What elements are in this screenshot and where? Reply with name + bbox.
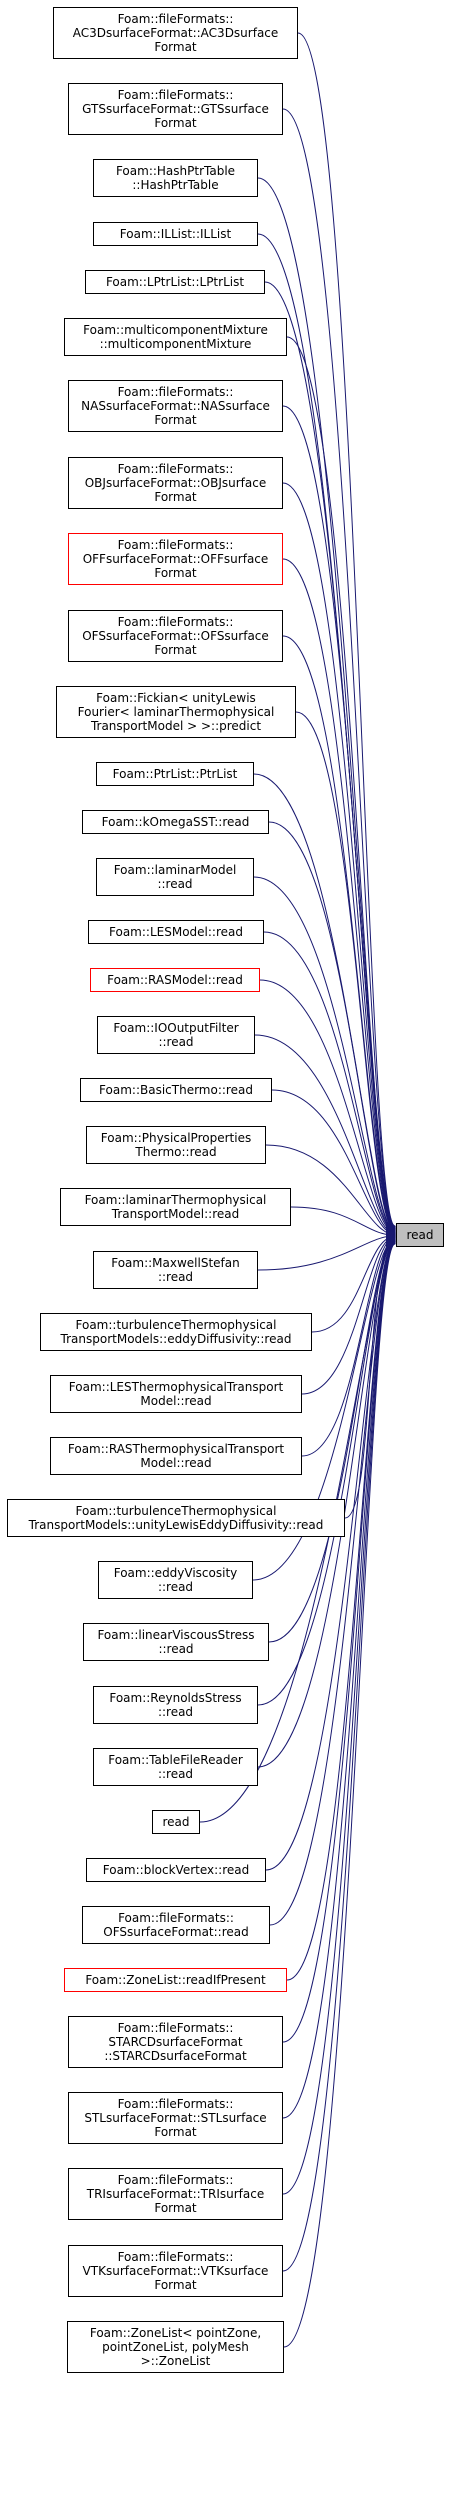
call-edge — [282, 482, 396, 1234]
caller-node[interactable]: Foam::fileFormats:: VTKsurfaceFormat::VT… — [68, 2245, 283, 2297]
caller-node[interactable]: Foam::fileFormats:: STARCDsurfaceFormat … — [68, 2016, 283, 2068]
call-edge — [301, 1232, 396, 1395]
caller-node[interactable]: Foam::LPtrList::LPtrList — [85, 270, 265, 294]
call-edge — [282, 405, 396, 1233]
call-edge — [268, 821, 396, 1236]
call-edge — [297, 32, 396, 1230]
call-edge — [252, 1234, 396, 1581]
caller-node[interactable]: Foam::PhysicalProperties Thermo::read — [86, 1126, 266, 1164]
call-edge — [282, 1239, 396, 2272]
caller-node[interactable]: Foam::kOmegaSST::read — [82, 810, 269, 834]
caller-node[interactable]: Foam::Fickian< unityLewis Fourier< lamin… — [56, 686, 296, 738]
call-edge — [253, 876, 396, 1237]
caller-node[interactable]: Foam::PtrList::PtrList — [96, 762, 254, 786]
caller-node[interactable]: Foam::fileFormats:: OFSsurfaceFormat::re… — [82, 1906, 270, 1944]
caller-node[interactable]: Foam::ILList::ILList — [93, 222, 258, 246]
call-edge — [290, 1206, 396, 1240]
call-edge — [263, 931, 396, 1237]
call-edge — [282, 558, 396, 1234]
caller-node[interactable]: Foam::fileFormats:: GTSsurfaceFormat::GT… — [68, 83, 283, 135]
call-edge — [271, 1089, 396, 1239]
caller-node[interactable]: Foam::ReynoldsStress ::read — [93, 1686, 258, 1724]
call-edge — [282, 108, 396, 1231]
call-edge — [265, 1144, 396, 1239]
caller-node[interactable]: Foam::ZoneList< pointZone, pointZoneList… — [67, 2321, 284, 2373]
caller-node[interactable]: Foam::eddyViscosity ::read — [98, 1561, 253, 1599]
caller-node[interactable]: Foam::RASModel::read — [90, 968, 260, 992]
caller-node[interactable]: Foam::multicomponentMixture ::multicompo… — [64, 318, 287, 356]
caller-node[interactable]: Foam::LESThermophysicalTransport Model::… — [50, 1375, 302, 1413]
caller-node[interactable]: Foam::blockVertex::read — [86, 1858, 266, 1882]
caller-node[interactable]: Foam::fileFormats:: TRIsurfaceFormat::TR… — [68, 2168, 283, 2220]
caller-node[interactable]: Foam::LESModel::read — [88, 920, 264, 944]
caller-node[interactable]: Foam::MaxwellStefan ::read — [93, 1251, 258, 1289]
call-edge — [283, 1240, 396, 2348]
call-edge — [257, 1235, 396, 1768]
call-edge — [257, 1231, 396, 1271]
call-edge — [295, 711, 396, 1235]
caller-node[interactable]: Foam::IOOutputFilter ::read — [97, 1016, 255, 1054]
caller-node[interactable]: Foam::BasicThermo::read — [80, 1078, 272, 1102]
caller-node[interactable]: Foam::TableFileReader ::read — [93, 1748, 258, 1786]
call-edge — [301, 1233, 396, 1457]
caller-node[interactable]: Foam::fileFormats:: OBJsurfaceFormat::OB… — [68, 457, 283, 509]
caller-node[interactable]: Foam::fileFormats:: NASsurfaceFormat::NA… — [68, 380, 283, 432]
call-edge — [257, 1235, 396, 1706]
call-edge — [259, 979, 396, 1238]
caller-node[interactable]: Foam::fileFormats:: OFSsurfaceFormat::OF… — [68, 610, 283, 662]
call-edge — [265, 1236, 396, 1871]
caller-node[interactable]: Foam::RASThermophysicalTransport Model::… — [50, 1437, 302, 1475]
call-edge — [268, 1234, 396, 1643]
caller-node[interactable]: read — [152, 1810, 200, 1834]
caller-node[interactable]: Foam::HashPtrTable ::HashPtrTable — [93, 159, 258, 197]
target-node-read[interactable]: read — [396, 1223, 444, 1247]
caller-node[interactable]: Foam::turbulenceThermophysical Transport… — [7, 1499, 345, 1537]
call-edge — [282, 1238, 396, 2119]
call-edge — [282, 635, 396, 1235]
caller-node[interactable]: Foam::laminarModel ::read — [96, 858, 254, 896]
caller-node[interactable]: Foam::fileFormats:: STLsurfaceFormat::ST… — [68, 2092, 283, 2144]
call-edge — [282, 1238, 396, 2043]
call-edge — [286, 336, 396, 1233]
caller-node[interactable]: Foam::fileFormats:: OFFsurfaceFormat::OF… — [68, 533, 283, 585]
caller-node[interactable]: Foam::linearViscousStress ::read — [83, 1623, 269, 1661]
caller-node[interactable]: Foam::laminarThermophysical TransportMod… — [60, 1188, 291, 1226]
call-edge — [269, 1237, 396, 1926]
call-edge — [311, 1232, 396, 1333]
call-edge — [254, 1034, 396, 1238]
caller-node[interactable]: Foam::turbulenceThermophysical Transport… — [40, 1313, 312, 1351]
caller-node[interactable]: Foam::ZoneList::readIfPresent — [64, 1968, 287, 1992]
caller-node[interactable]: Foam::fileFormats:: AC3DsurfaceFormat::A… — [53, 7, 298, 59]
call-edge — [282, 1239, 396, 2195]
